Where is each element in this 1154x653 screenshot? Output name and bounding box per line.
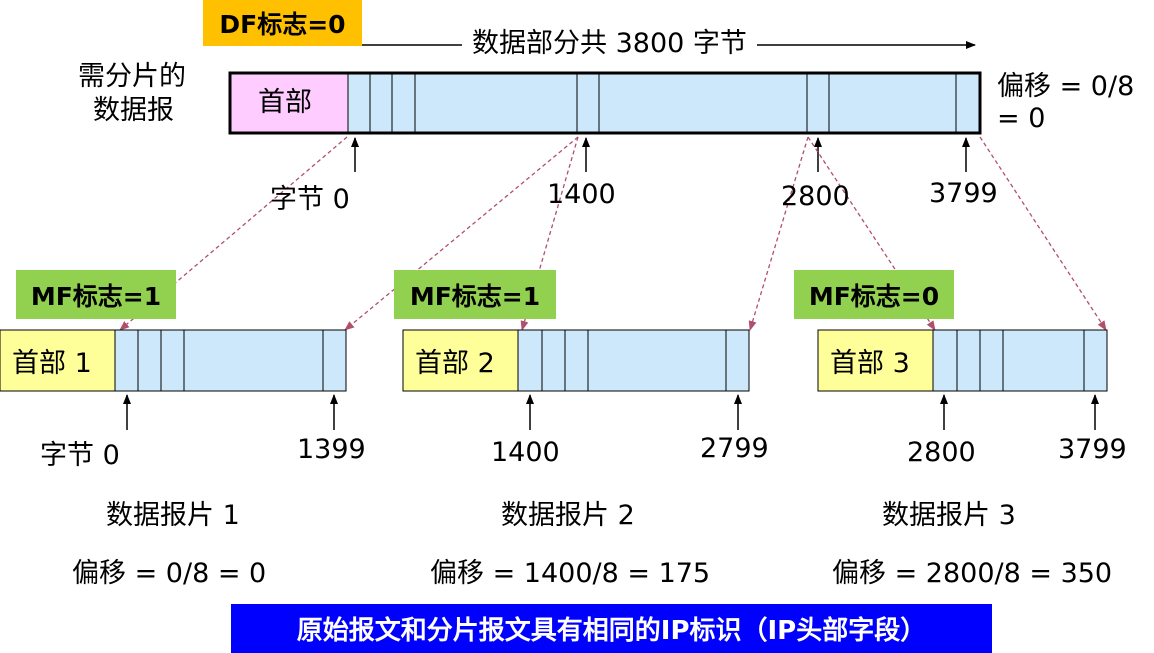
original-offset-line2: = 0: [997, 103, 1046, 134]
fragment-1-mf-flag: MF标志=1: [16, 270, 176, 319]
fragment-2-header: 首部 2: [415, 348, 495, 379]
map-line-frag3-end: [979, 136, 1107, 331]
map-line-frag2-end: [748, 136, 809, 331]
map-line-frag1-end: [344, 136, 579, 331]
original-header-label: 首部: [258, 87, 312, 118]
original-byte-0-label: 字节 0: [270, 184, 350, 215]
fragment-1-name: 数据报片 1: [106, 500, 240, 531]
datagram-label-line1: 需分片的: [78, 61, 186, 92]
original-byte-3799-label: 3799: [929, 178, 998, 209]
fragment-1: [0, 329, 347, 392]
df-flag-badge: DF标志=0: [203, 0, 362, 46]
fragment-2-start-label: 1400: [491, 437, 560, 468]
fragment-3: [817, 329, 1108, 392]
original-byte-2800-label: 2800: [781, 181, 850, 212]
fragment-3-header: 首部 3: [830, 348, 910, 379]
datagram-label-line2: 数据报: [93, 95, 174, 126]
fragment-2-mf-flag: MF标志=1: [394, 270, 556, 319]
original-byte-1400-label: 1400: [547, 179, 616, 210]
fragment-3-name: 数据报片 3: [882, 500, 1016, 531]
fragment-3-end-label: 3799: [1058, 434, 1127, 465]
fragment-2-offset: 偏移 = 1400/8 = 175: [430, 558, 711, 589]
map-line-frag2-start: [520, 136, 579, 331]
fragment-1-header: 首部 1: [12, 348, 92, 379]
fragment-3-mf-flag: MF标志=0: [794, 270, 954, 319]
fragment-1-end-label: 1399: [297, 434, 366, 465]
ip-identification-banner: 原始报文和分片报文具有相同的IP标识（IP头部字段）: [231, 604, 992, 653]
fragment-2-end-label: 2799: [700, 433, 769, 464]
original-offset-line1: 偏移 = 0/8: [997, 71, 1135, 102]
fragment-3-start-label: 2800: [907, 437, 976, 468]
total-length-label: 数据部分共 3800 字节: [462, 30, 757, 57]
fragment-1-start-label: 字节 0: [40, 440, 120, 471]
fragment-1-offset: 偏移 = 0/8 = 0: [72, 558, 267, 589]
original-datagram: [228, 71, 982, 135]
fragment-2: [402, 329, 750, 392]
fragment-2-name: 数据报片 2: [501, 500, 635, 531]
fragment-3-offset: 偏移 = 2800/8 = 350: [832, 558, 1113, 589]
